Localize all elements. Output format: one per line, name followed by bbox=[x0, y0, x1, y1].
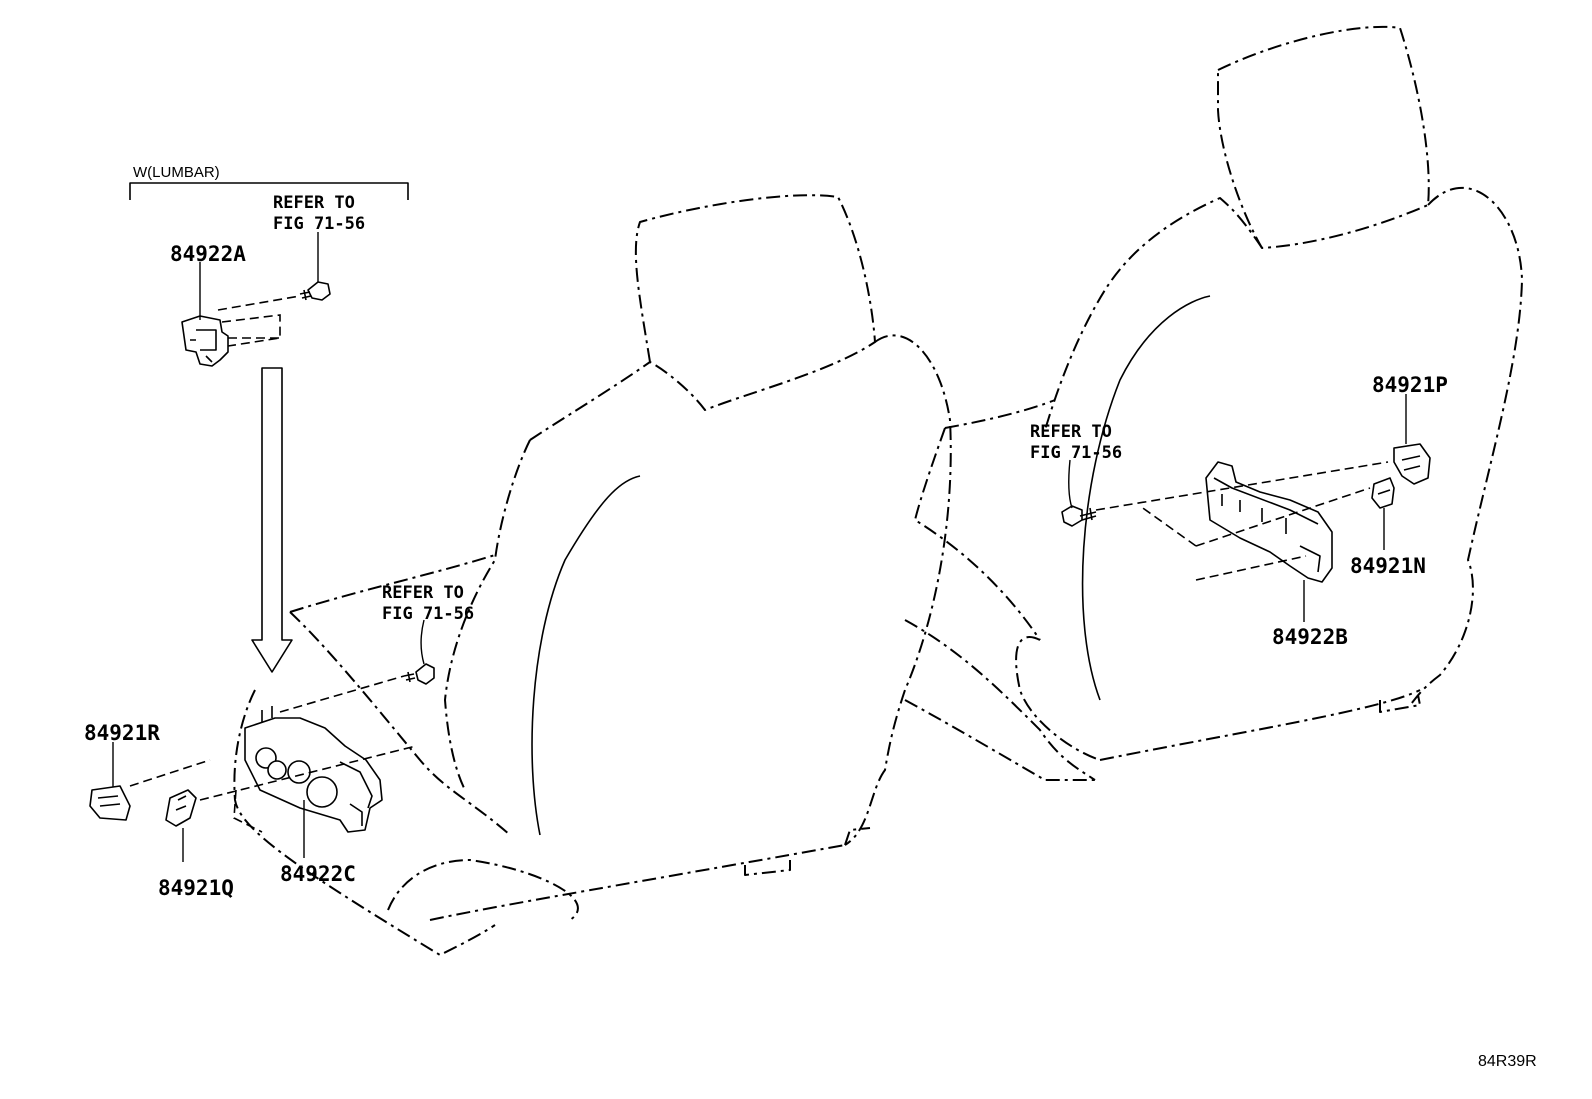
part-number-84921n: 84921N bbox=[1350, 554, 1426, 578]
part-number-84922a: 84922A bbox=[170, 242, 246, 266]
knob-84921r bbox=[89, 785, 131, 821]
seat-switch-assembly-84922c bbox=[233, 706, 383, 833]
group-label: W(LUMBAR) bbox=[133, 164, 220, 181]
axis-line bbox=[1139, 505, 1197, 547]
refer-note-right-line1: REFER TO bbox=[1030, 422, 1112, 442]
part-number-84921q: 84921Q bbox=[158, 876, 234, 900]
axis-line bbox=[129, 759, 211, 787]
axis-line bbox=[199, 745, 417, 801]
lumbar-switch-84922a bbox=[181, 295, 301, 367]
refer-note-middle-line2: FIG 71-56 bbox=[382, 604, 474, 624]
part-number-84922b: 84922B bbox=[1272, 625, 1348, 649]
knob-84921p bbox=[1393, 443, 1431, 485]
axis-line bbox=[279, 675, 405, 713]
lumbar-group-bracket: W(LUMBAR) bbox=[129, 164, 409, 200]
refer-note-right-line2: FIG 71-56 bbox=[1030, 443, 1122, 463]
down-arrow-icon bbox=[251, 367, 293, 673]
part-number-84921p: 84921P bbox=[1372, 373, 1448, 397]
knob-84921n bbox=[1371, 477, 1395, 509]
screw-icon bbox=[299, 281, 331, 301]
leader-ref-right bbox=[1067, 459, 1073, 509]
screw-icon bbox=[1061, 505, 1097, 527]
refer-note-top-left-line2: FIG 71-56 bbox=[273, 214, 365, 234]
screw-icon bbox=[403, 663, 435, 685]
leader-ref-middle bbox=[420, 619, 425, 665]
part-number-84922c: 84922C bbox=[280, 862, 356, 886]
part-number-84921r: 84921R bbox=[84, 721, 160, 745]
diagram-code: 84R39R bbox=[1478, 1053, 1537, 1070]
axis-line bbox=[1195, 487, 1371, 547]
axis-line bbox=[1095, 461, 1389, 511]
refer-note-middle-line1: REFER TO bbox=[382, 583, 464, 603]
axis-line bbox=[1195, 555, 1307, 581]
left-seat-outline bbox=[233, 194, 952, 956]
right-seat-outline bbox=[904, 25, 1523, 781]
refer-note-top-left-line1: REFER TO bbox=[273, 193, 355, 213]
knob-84921q bbox=[165, 789, 197, 827]
